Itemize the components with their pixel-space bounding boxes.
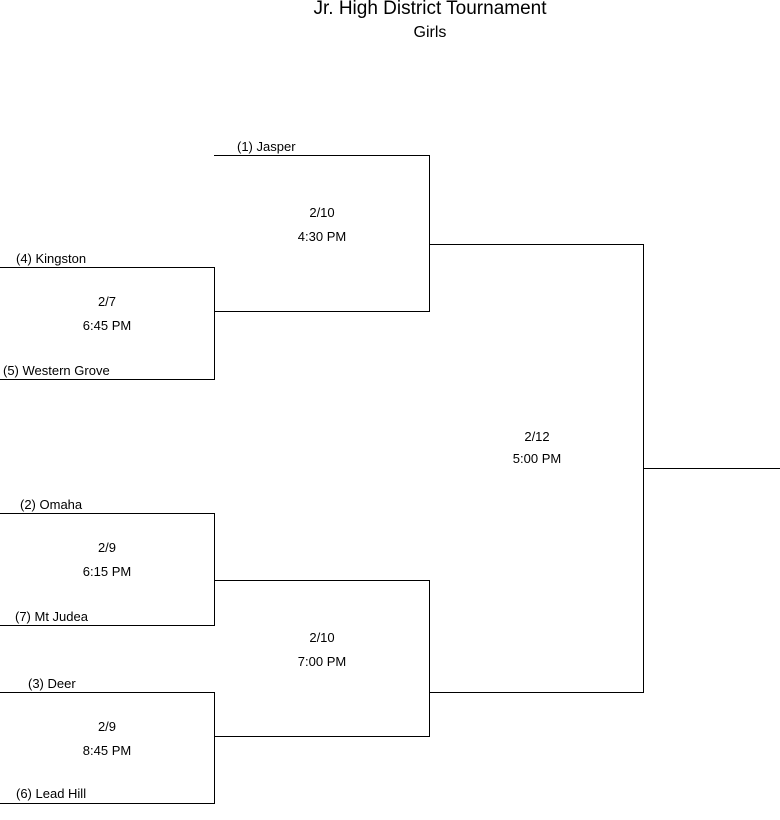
game-date: 2/12 — [524, 429, 550, 444]
team-deer: (3) Deer — [28, 676, 76, 691]
game-date: 2/10 — [309, 205, 335, 220]
game-r1-kingston-western-grove: 2/7 6:45 PM — [52, 290, 162, 338]
bracket-line-winner-r1-bottom — [214, 736, 429, 737]
team-kingston: (4) Kingston — [16, 251, 87, 266]
bracket-connector-semi-top — [429, 155, 430, 312]
bracket-connector-r1-bottom — [214, 692, 215, 804]
game-time: 6:15 PM — [82, 564, 132, 579]
game-final: 2/12 5:00 PM — [482, 426, 592, 470]
bracket-line-lead-hill — [0, 803, 214, 804]
tournament-title: Jr. High District Tournament — [313, 0, 547, 19]
team-western-grove: (5) Western Grove — [3, 363, 110, 378]
team-jasper: (1) Jasper — [237, 139, 296, 154]
bracket-connector-r1-mid — [214, 513, 215, 626]
bracket-line-western-grove — [0, 379, 214, 380]
bracket-line-winner-r1-mid — [214, 580, 429, 581]
bracket-line-champion — [643, 468, 780, 469]
game-r1-omaha-mt-judea: 2/9 6:15 PM — [52, 536, 162, 584]
game-date: 2/10 — [309, 630, 335, 645]
bracket-line-mt-judea — [0, 625, 214, 626]
bracket-line-omaha — [0, 513, 214, 514]
game-date: 2/7 — [97, 294, 117, 309]
game-time: 6:45 PM — [82, 318, 132, 333]
game-date: 2/9 — [97, 540, 117, 555]
bracket-line-deer — [0, 692, 214, 693]
game-date: 2/9 — [97, 719, 117, 734]
bracket-line-jasper — [214, 155, 429, 156]
bracket-line-winner-semi-top — [429, 244, 643, 245]
game-semifinal-top: 2/10 4:30 PM — [267, 201, 377, 249]
bracket-line-kingston — [0, 267, 214, 268]
team-lead-hill: (6) Lead Hill — [16, 786, 87, 801]
tournament-subtitle: Girls — [413, 24, 447, 41]
game-semifinal-bottom: 2/10 7:00 PM — [267, 626, 377, 674]
bracket-line-winner-semi-bottom — [429, 692, 643, 693]
game-time: 5:00 PM — [512, 451, 562, 466]
game-time: 7:00 PM — [297, 654, 347, 669]
team-mt-judea: (7) Mt Judea — [15, 609, 88, 624]
bracket-connector-semi-bottom — [429, 580, 430, 737]
game-time: 4:30 PM — [297, 229, 347, 244]
bracket-connector-r1-top — [214, 267, 215, 380]
team-omaha: (2) Omaha — [20, 497, 83, 512]
game-r1-deer-lead-hill: 2/9 8:45 PM — [52, 715, 162, 763]
bracket-line-winner-r1-top — [214, 311, 429, 312]
game-time: 8:45 PM — [82, 743, 132, 758]
